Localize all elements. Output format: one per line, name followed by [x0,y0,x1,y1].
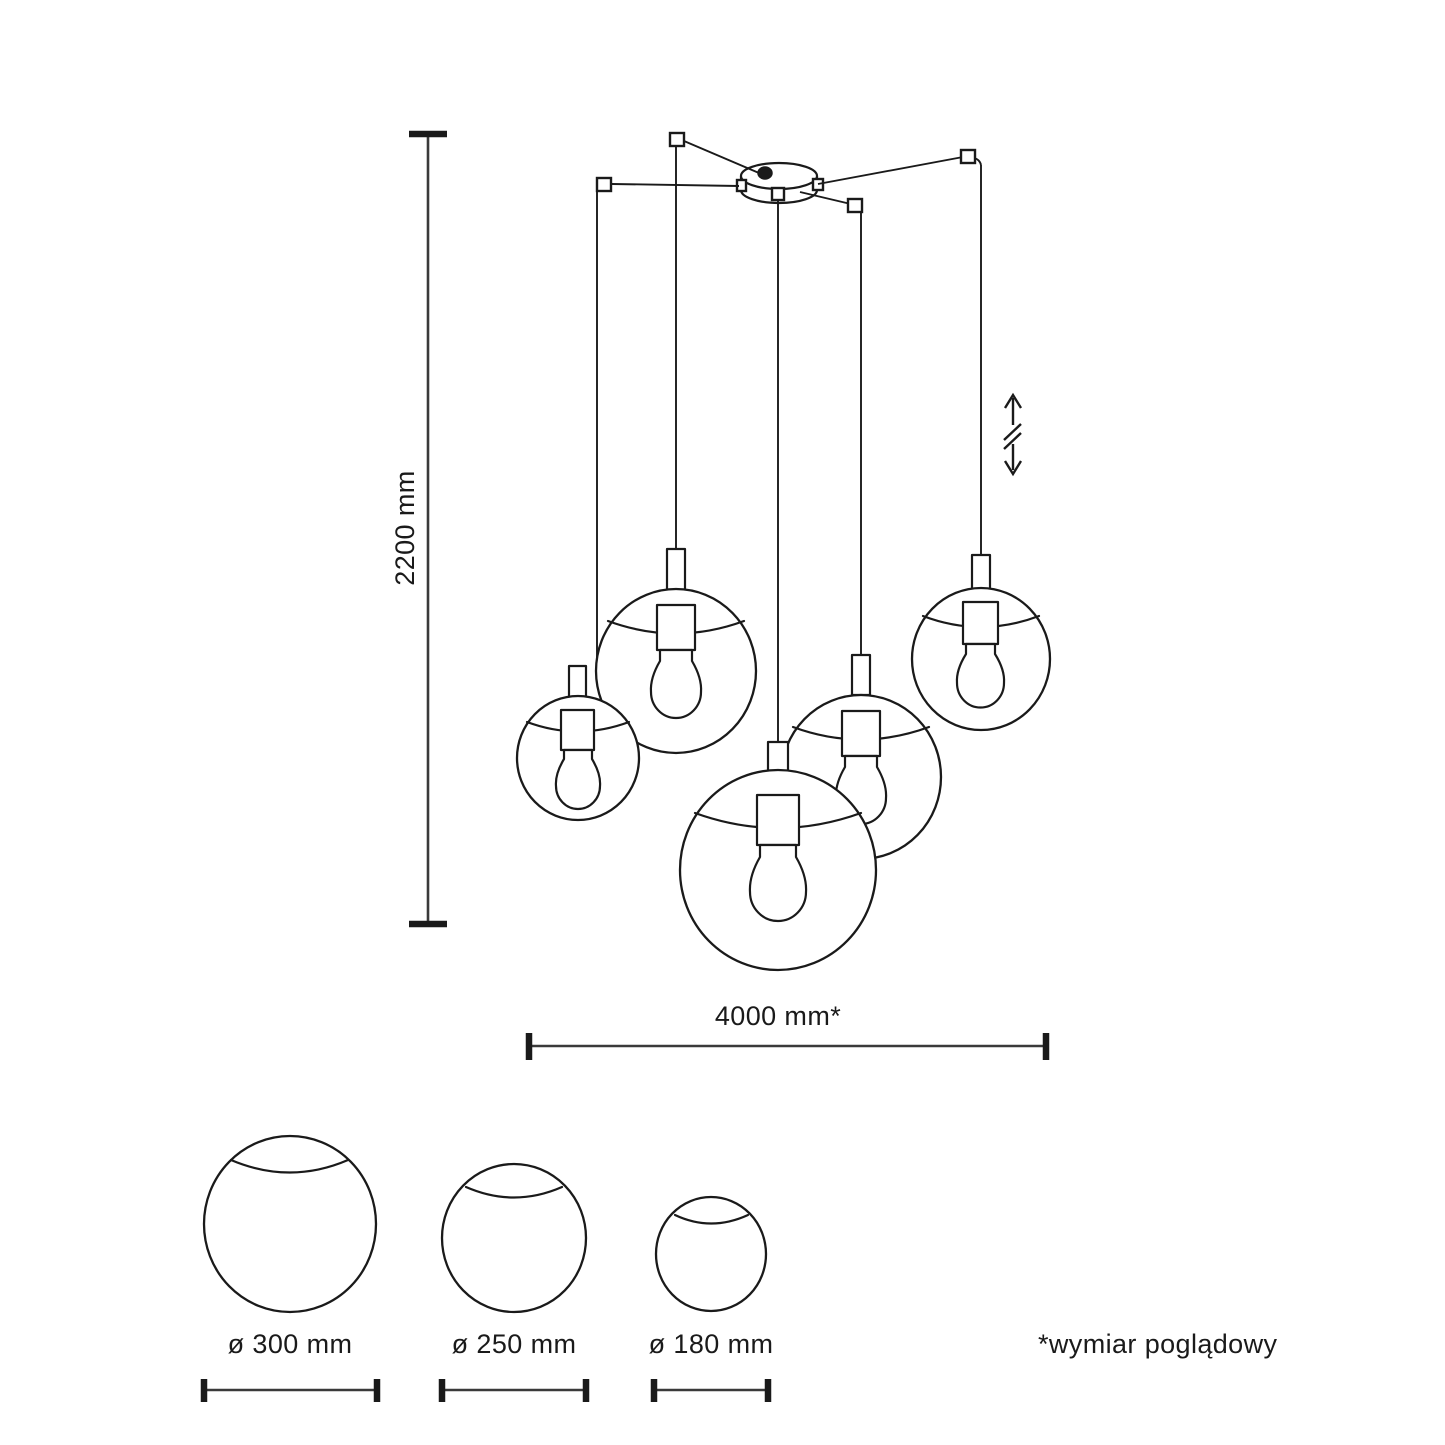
vertical-dimension-label: 2200 mm [390,470,420,585]
lamp-center-large-socket [755,793,801,847]
lamp-center-large-bulb [748,843,808,923]
adjust-arrow-head-down [1003,460,1023,477]
cable-run-right-inner [799,191,856,206]
lamp-right-small-bulb [955,642,1006,709]
cable-hook-right-outer [959,148,977,165]
legend-globe-180-label: ø 180 mm [649,1329,774,1359]
horizontal-dimension: 4000 mm* [525,1001,1050,1060]
adjust-break-slash-1 [1003,423,1022,441]
lamp-right-small-socket [961,600,1000,646]
lamp-center-large [678,740,878,972]
lamp-left-small [515,664,641,822]
adjust-break-slash-2 [1003,432,1022,450]
lamp-right-mid-stem [850,653,872,697]
horizontal-dimension-label: 4000 mm* [715,1001,841,1031]
canopy-tab-right [811,177,825,192]
legend-globe-250-opening-arc [464,1185,564,1199]
ceiling-canopy [735,161,825,205]
cable-hook-left-outer [595,176,613,193]
legend-globe-300-opening-arc [229,1158,350,1174]
legend-globe-250: ø 250 mm [438,1162,590,1402]
legend-globe-180-shape [654,1195,768,1313]
legend-globe-300: ø 300 mm [200,1134,381,1402]
lamp-left-large [594,547,758,755]
legend-globe-300-label: ø 300 mm [228,1329,353,1359]
cable-run-right-outer [817,156,964,185]
legend-globe-250-label: ø 250 mm [452,1329,577,1359]
canopy-screw-dot [757,166,773,180]
canopy-tab-bottom [770,186,786,202]
cable-hook-right-inner [846,197,864,214]
vertical-dimension: 2200 mm [390,130,447,928]
legend-globe-180: ø 180 mm [649,1195,774,1402]
lamp-right-small [910,553,1052,732]
lamp-left-small-bulb [554,748,602,811]
canopy-top-plate [739,161,819,191]
lamp-left-large-socket [655,603,697,652]
suspension-cables [595,131,982,745]
lamp-right-mid-socket [840,709,882,758]
lamp-left-small-socket [559,708,596,752]
legend-globe-180-opening-arc [673,1213,750,1225]
footnote-text: *wymiar poglądowy [1038,1329,1277,1359]
adjust-arrow-head-up [1003,392,1023,409]
cable-run-left-inner [683,140,760,174]
lamp-left-large-stem [665,547,687,593]
adjustable-height-indicator [1003,392,1023,477]
legend-globe-250-shape [440,1162,588,1314]
cable-hook-left-inner [668,131,686,148]
lamp-left-large-bulb [649,648,703,720]
legend-globe-300-shape [202,1134,378,1314]
